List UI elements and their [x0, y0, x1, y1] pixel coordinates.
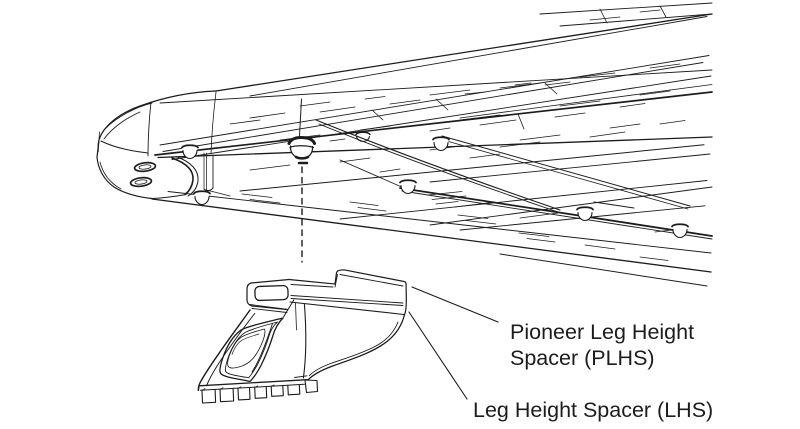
svg-text:Pioneer Leg Height: Pioneer Leg Height [510, 320, 694, 344]
svg-text:Spacer (PLHS): Spacer (PLHS) [510, 346, 655, 370]
svg-text:Leg Height Spacer (LHS): Leg Height Spacer (LHS) [473, 398, 713, 422]
